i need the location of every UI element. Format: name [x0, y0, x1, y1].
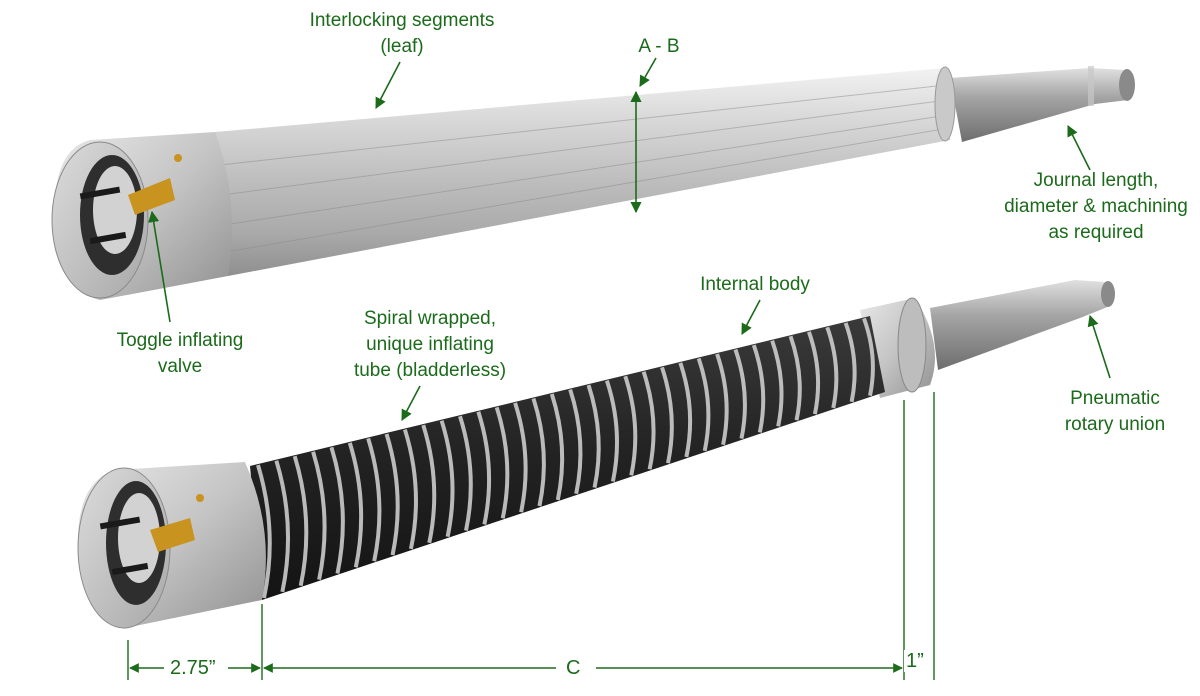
- spiral-wrap: [256, 464, 272, 599]
- spiral-wrap: [458, 415, 473, 531]
- spiral-wrap: [439, 420, 455, 538]
- bottom-toggle-valve: [150, 518, 195, 552]
- arrow-internal: [741, 299, 761, 335]
- label-interlocking-line1: Interlocking segments: [309, 10, 495, 31]
- spiral-wrap: [751, 344, 766, 433]
- label-spiral: Spiral wrapped, unique inflating tube (b…: [330, 306, 530, 384]
- spiral-wrap: [311, 451, 327, 581]
- label-ab: A - B: [626, 34, 692, 60]
- spiral-wrap: [421, 424, 437, 544]
- spiral-wrap: [696, 357, 711, 452]
- label-toggle-line1: Toggle inflating: [116, 330, 244, 351]
- spiral-wrap: [678, 362, 693, 458]
- spiral-wrap: [494, 406, 510, 519]
- dimension-center: C: [562, 657, 585, 679]
- bottom-shaft: [77, 280, 1115, 629]
- spiral-wrap: [605, 380, 619, 482]
- label-spiral-line1: Spiral wrapped,: [363, 308, 497, 329]
- spiral-wrap: [825, 326, 839, 409]
- spiral-wrap: [641, 371, 656, 470]
- label-interlocking-segments: Interlocking segments (leaf): [287, 8, 517, 60]
- bottom-journal: [930, 280, 1110, 370]
- label-pneumatic-line2: rotary union: [1064, 414, 1166, 435]
- label-toggle-line2: valve: [157, 356, 203, 377]
- label-journal: Journal length, diameter & machining as …: [1000, 168, 1192, 246]
- spiral-wrap: [329, 446, 345, 574]
- label-ab-text: A - B: [638, 36, 680, 57]
- spiral-wrap: [366, 437, 382, 562]
- spiral-wrap: [733, 348, 747, 440]
- dimension-lines: [127, 392, 935, 680]
- spiral-wrap: [402, 428, 418, 550]
- leader-arrows: [148, 57, 1111, 421]
- spiral-wrap: [513, 402, 528, 513]
- label-interlocking-line2: (leaf): [380, 36, 424, 57]
- spiral-wrap: [384, 433, 400, 556]
- spiral-wrap: [660, 366, 674, 464]
- label-spiral-line3: tube (bladderless): [353, 360, 507, 381]
- spiral-wrap: [476, 411, 492, 525]
- spiral-wrap: [586, 384, 601, 489]
- arrow-journal: [1067, 124, 1091, 171]
- top-shaft: [51, 66, 1135, 300]
- spiral-wrap: [347, 442, 364, 568]
- top-body: [215, 68, 950, 276]
- spiral-wrap: [843, 322, 857, 403]
- arrow-pneumatic: [1087, 314, 1111, 379]
- spiral-wrap: [274, 460, 291, 593]
- spiral-wrap: [568, 388, 583, 495]
- spiral-wrap: [549, 393, 565, 501]
- spiral-wrap: [623, 375, 638, 476]
- spiral-wrap: [788, 335, 802, 421]
- arrow-spiral: [401, 385, 421, 421]
- label-internal-body-text: Internal body: [700, 274, 810, 295]
- label-pneumatic: Pneumatic rotary union: [1040, 386, 1190, 438]
- arrow-interlocking: [375, 61, 401, 109]
- arrow-ab-pointer: [639, 57, 657, 87]
- top-toggle-valve: [128, 178, 175, 215]
- label-spiral-line2: unique inflating: [366, 334, 494, 355]
- spiral-wrap: [770, 340, 784, 427]
- arrow-toggle: [148, 210, 171, 323]
- label-journal-line2: diameter & machining: [1004, 196, 1188, 217]
- spiral-wrap: [807, 331, 821, 415]
- spiral-wrap: [292, 455, 309, 587]
- spiral-wrap: [715, 353, 729, 446]
- spiral-wrap: [531, 397, 546, 507]
- label-journal-line1: Journal length,: [1033, 170, 1159, 191]
- dimension-right: 1”: [904, 650, 926, 672]
- spiral-wraps: [256, 317, 875, 599]
- label-toggle-valve: Toggle inflating valve: [100, 328, 260, 380]
- dimension-left: 2.75”: [166, 657, 220, 679]
- spiral-wrap: [862, 317, 875, 397]
- label-internal-body: Internal body: [680, 272, 830, 298]
- label-pneumatic-line1: Pneumatic: [1070, 388, 1160, 409]
- label-journal-line3: as required: [1048, 222, 1144, 243]
- top-journal: [950, 68, 1128, 142]
